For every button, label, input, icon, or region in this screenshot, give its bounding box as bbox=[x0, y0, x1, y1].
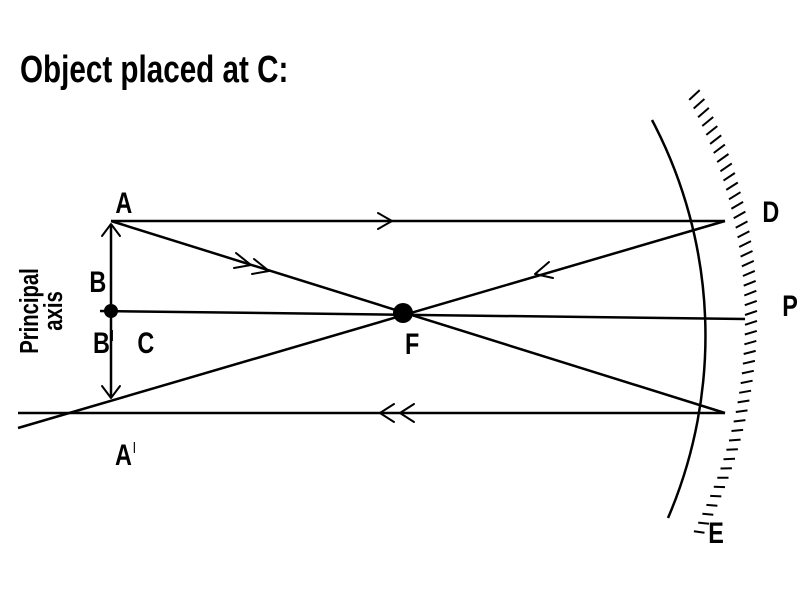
hatch-mark bbox=[705, 125, 718, 136]
hatch-mark bbox=[737, 399, 750, 404]
hatch-mark bbox=[743, 349, 756, 355]
hatch-mark bbox=[702, 512, 714, 516]
hatch-mark bbox=[688, 89, 701, 101]
ray-2 bbox=[18, 219, 726, 423]
ray-1 bbox=[17, 212, 726, 430]
hatch-mark bbox=[744, 329, 758, 336]
hatch-mark bbox=[693, 98, 706, 110]
hatch-mark bbox=[730, 201, 744, 210]
hatch-mark bbox=[735, 409, 748, 413]
label-A-prime: AI bbox=[115, 438, 136, 471]
ray-2-arrow-incident-1 bbox=[233, 252, 252, 269]
hatch-mark bbox=[744, 309, 758, 316]
hatch-mark bbox=[743, 279, 757, 287]
hatch-mark bbox=[709, 134, 722, 145]
hatch-mark bbox=[744, 319, 758, 326]
principal-axis-line bbox=[99, 309, 746, 321]
label-A: A bbox=[115, 186, 132, 219]
hatch-mark bbox=[742, 269, 756, 277]
svg-text:axis: axis bbox=[39, 291, 68, 330]
hatch-mark bbox=[706, 503, 718, 507]
label-D: D bbox=[762, 195, 779, 228]
svg-text:Principal: Principal bbox=[15, 268, 44, 354]
hatch-mark bbox=[741, 369, 755, 375]
ray-1-arrow-reflected bbox=[534, 261, 554, 279]
label-B-prime: BI bbox=[93, 326, 114, 359]
diagram-title: Object placed at C: bbox=[20, 49, 288, 91]
hatch-mark bbox=[725, 181, 739, 191]
hatch-mark bbox=[742, 359, 756, 365]
hatch-mark bbox=[733, 419, 746, 423]
ray-1-arrow-incident bbox=[377, 212, 393, 230]
hatch-mark bbox=[728, 438, 741, 442]
hatch-mark bbox=[740, 250, 753, 258]
hatch-mark bbox=[697, 107, 710, 118]
hatch-mark bbox=[722, 172, 736, 182]
label-B: B bbox=[89, 265, 106, 298]
ray-2-arrow-reflected-2 bbox=[399, 403, 415, 423]
hatch-mark bbox=[698, 521, 710, 525]
hatch-mark bbox=[726, 448, 738, 451]
hatch-mark bbox=[735, 220, 748, 229]
hatch-mark bbox=[710, 494, 722, 498]
ray-2-arrow-reflected-1 bbox=[379, 403, 395, 423]
hatch-mark bbox=[701, 116, 714, 127]
hatch-mark bbox=[740, 379, 753, 385]
hatch-mark bbox=[716, 153, 730, 163]
hatch-mark bbox=[744, 339, 757, 346]
mirror-surface bbox=[650, 119, 707, 519]
hatch-mark bbox=[731, 428, 744, 432]
hatch-mark bbox=[739, 389, 752, 394]
principal-axis-label: Principal axis bbox=[15, 268, 68, 354]
label-P: P bbox=[782, 289, 798, 322]
label-F: F bbox=[405, 327, 419, 360]
concave-mirror bbox=[650, 89, 758, 534]
hatch-mark bbox=[719, 162, 733, 173]
hatch-mark bbox=[693, 530, 705, 534]
hatch-mark bbox=[728, 191, 742, 201]
label-C: C bbox=[137, 326, 154, 359]
hatch-mark bbox=[743, 289, 757, 297]
hatch-mark bbox=[713, 143, 726, 154]
mirror-hatching bbox=[688, 89, 758, 534]
hatch-mark bbox=[741, 259, 755, 268]
hatch-mark bbox=[744, 299, 758, 307]
hatch-mark bbox=[737, 230, 750, 239]
center-of-curvature-point bbox=[104, 304, 118, 318]
hatch-mark bbox=[733, 210, 746, 220]
hatch-mark bbox=[738, 240, 752, 248]
label-E: E bbox=[708, 516, 724, 549]
ray-2-arrow-incident-2 bbox=[251, 258, 270, 275]
